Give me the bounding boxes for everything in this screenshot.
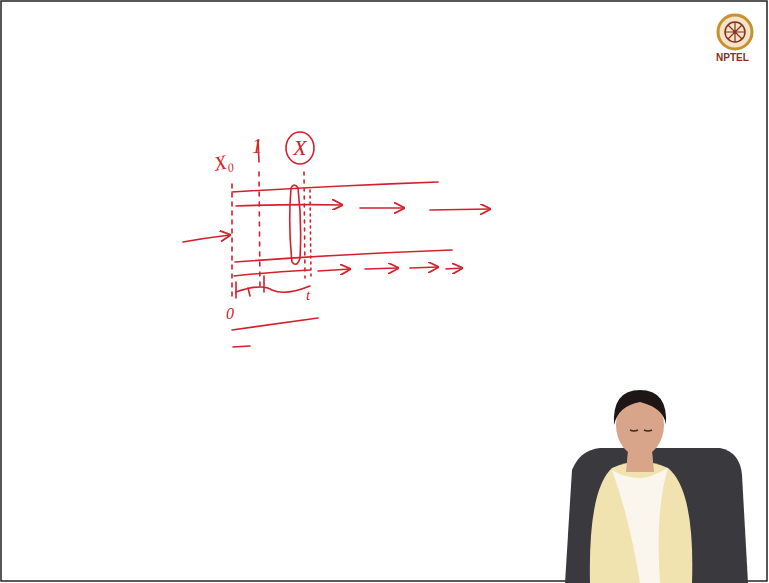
bracket: [236, 286, 310, 292]
incoming-arrow: [183, 235, 230, 242]
red-sketch: [183, 140, 490, 347]
base-line: [232, 318, 318, 330]
middle-line: [235, 250, 452, 262]
flow-arrow: [410, 267, 438, 268]
dashed-guide: [310, 190, 311, 278]
sketch-label: t: [306, 288, 310, 303]
flow-arrow: [430, 209, 490, 210]
flow-arrow: [318, 269, 350, 271]
flow-arrow: [365, 268, 398, 269]
flow-arrow: [446, 268, 462, 269]
control-volume: [290, 185, 301, 264]
lower-line: [234, 270, 310, 276]
presenter: [565, 390, 748, 583]
flow-arrow: [236, 205, 342, 206]
underline: [233, 346, 250, 347]
sketch-label: 1: [252, 136, 262, 156]
sketch-label: X₀: [212, 150, 235, 174]
nptel-logo: [718, 15, 752, 49]
top-line: [232, 182, 438, 192]
logo-text: NPTEL: [716, 53, 749, 63]
bracket-ticks: [236, 276, 264, 298]
circled-symbol: X: [285, 131, 315, 165]
dashed-guide: [259, 172, 260, 290]
sketch-label: 0: [226, 306, 234, 322]
symbol-text: X: [293, 137, 306, 159]
dashed-guide: [231, 184, 233, 300]
dashed-guide: [304, 172, 305, 278]
flow-arrow: [360, 207, 404, 209]
